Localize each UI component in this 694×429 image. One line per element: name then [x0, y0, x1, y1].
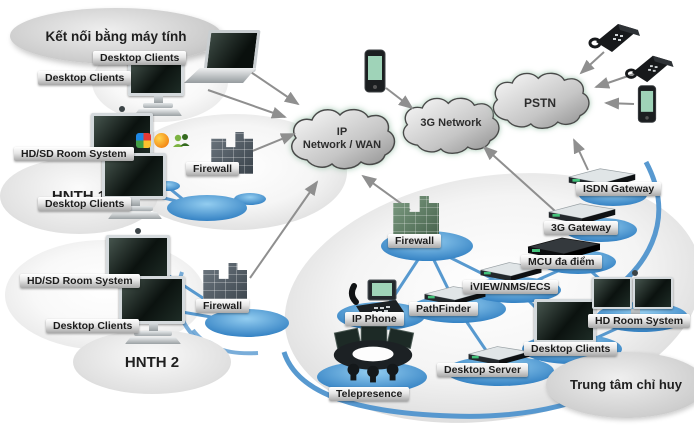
label-firewall-1: Firewall [186, 162, 240, 176]
monitor-icon [534, 299, 596, 355]
ip-cloud-label: IP Network / WAN [302, 126, 382, 152]
label-desktop-clients-3: Desktop Clients [524, 342, 618, 356]
group-pc-connect-title: Kết nối bằng máy tính [45, 28, 187, 44]
desk-phone-icon [624, 52, 676, 89]
label-desktop-clients-top-b: Desktop Clients [38, 71, 132, 85]
dual-monitor-icon [592, 270, 678, 321]
office-suite-icon [136, 133, 151, 148]
label-desktop-clients-2: Desktop Clients [46, 319, 140, 333]
pstn-cloud-label: PSTN [523, 96, 556, 110]
laptop-icon [184, 30, 261, 86]
monitor-icon [119, 276, 187, 344]
group-command-center-title: Trung tâm chỉ huy [570, 376, 682, 392]
desk-phone-icon [588, 20, 642, 59]
label-pathfinder: PathFinder [409, 302, 478, 316]
rack-appliance-icon-desktop-server [458, 344, 540, 371]
label-mcu: MCU đa điểm [521, 255, 602, 269]
label-telepresence: Telepresence [329, 387, 410, 401]
outlook-icon [154, 133, 169, 148]
mobile-phone-icon [636, 84, 658, 129]
label-hd-room-system: HD Room System [588, 314, 691, 328]
group-command-center: Trung tâm chỉ huy [546, 352, 694, 418]
label-ip-phone: IP Phone [345, 312, 404, 326]
office-apps-icons [136, 133, 190, 149]
label-hdsd-room-2: HD/SD Room System [20, 274, 140, 288]
label-isdn-gateway: ISDN Gateway [576, 182, 662, 196]
group-hnth2-title: HNTH 2 [124, 353, 180, 371]
label-iview: iVIEW/NMS/ECS [463, 280, 558, 294]
messenger-people-icon [173, 134, 190, 147]
label-desktop-clients-top-a: Desktop Clients [93, 51, 187, 65]
3g-cloud-label: 3G Network [420, 117, 482, 129]
telepresence-table-icon [324, 324, 422, 389]
label-3g-gateway: 3G Gateway [544, 221, 619, 235]
mobile-phone-icon [363, 48, 387, 99]
monitor-icon [102, 153, 168, 219]
label-desktop-clients-1: Desktop Clients [38, 197, 132, 211]
label-desktop-server: Desktop Server [437, 363, 529, 377]
label-firewall-2: Firewall [196, 299, 250, 313]
label-hdsd-room-1: HD/SD Room System [14, 147, 134, 161]
label-firewall-3: Firewall [388, 234, 442, 248]
